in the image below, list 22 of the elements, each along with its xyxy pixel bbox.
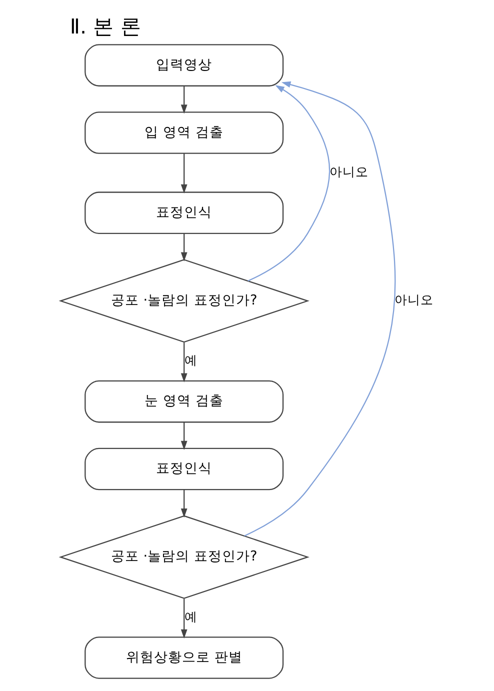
arrow: [180, 598, 188, 639]
arrow: [180, 233, 188, 262]
arrow: [248, 85, 330, 282]
node-box: 입력영상: [84, 44, 284, 86]
arrow: [180, 422, 188, 450]
edge-label: 아니오: [329, 164, 368, 179]
arrow: [180, 490, 188, 518]
node-box: 표정인식: [84, 192, 284, 234]
node-diamond: 공포 ·놀람의 표정인가?: [58, 515, 310, 599]
node-box: 눈 영역 검출: [84, 380, 284, 423]
edge-label: 아니오: [394, 292, 434, 308]
arrow: [180, 342, 188, 382]
edge-label: 예: [184, 608, 198, 624]
node-diamond: 공포 ·놀람의 표정인가?: [58, 259, 310, 343]
node-box: 위험상황으로 판별: [84, 636, 284, 679]
edge-label: 예: [184, 352, 198, 368]
arrow: [180, 86, 188, 114]
diagram-title: Ⅱ. 본 론: [70, 14, 142, 39]
arrow: [244, 81, 396, 536]
node-box: 입 영역 검출: [84, 112, 284, 154]
node-box: 표정인식: [84, 448, 284, 490]
arrow: [180, 154, 188, 194]
